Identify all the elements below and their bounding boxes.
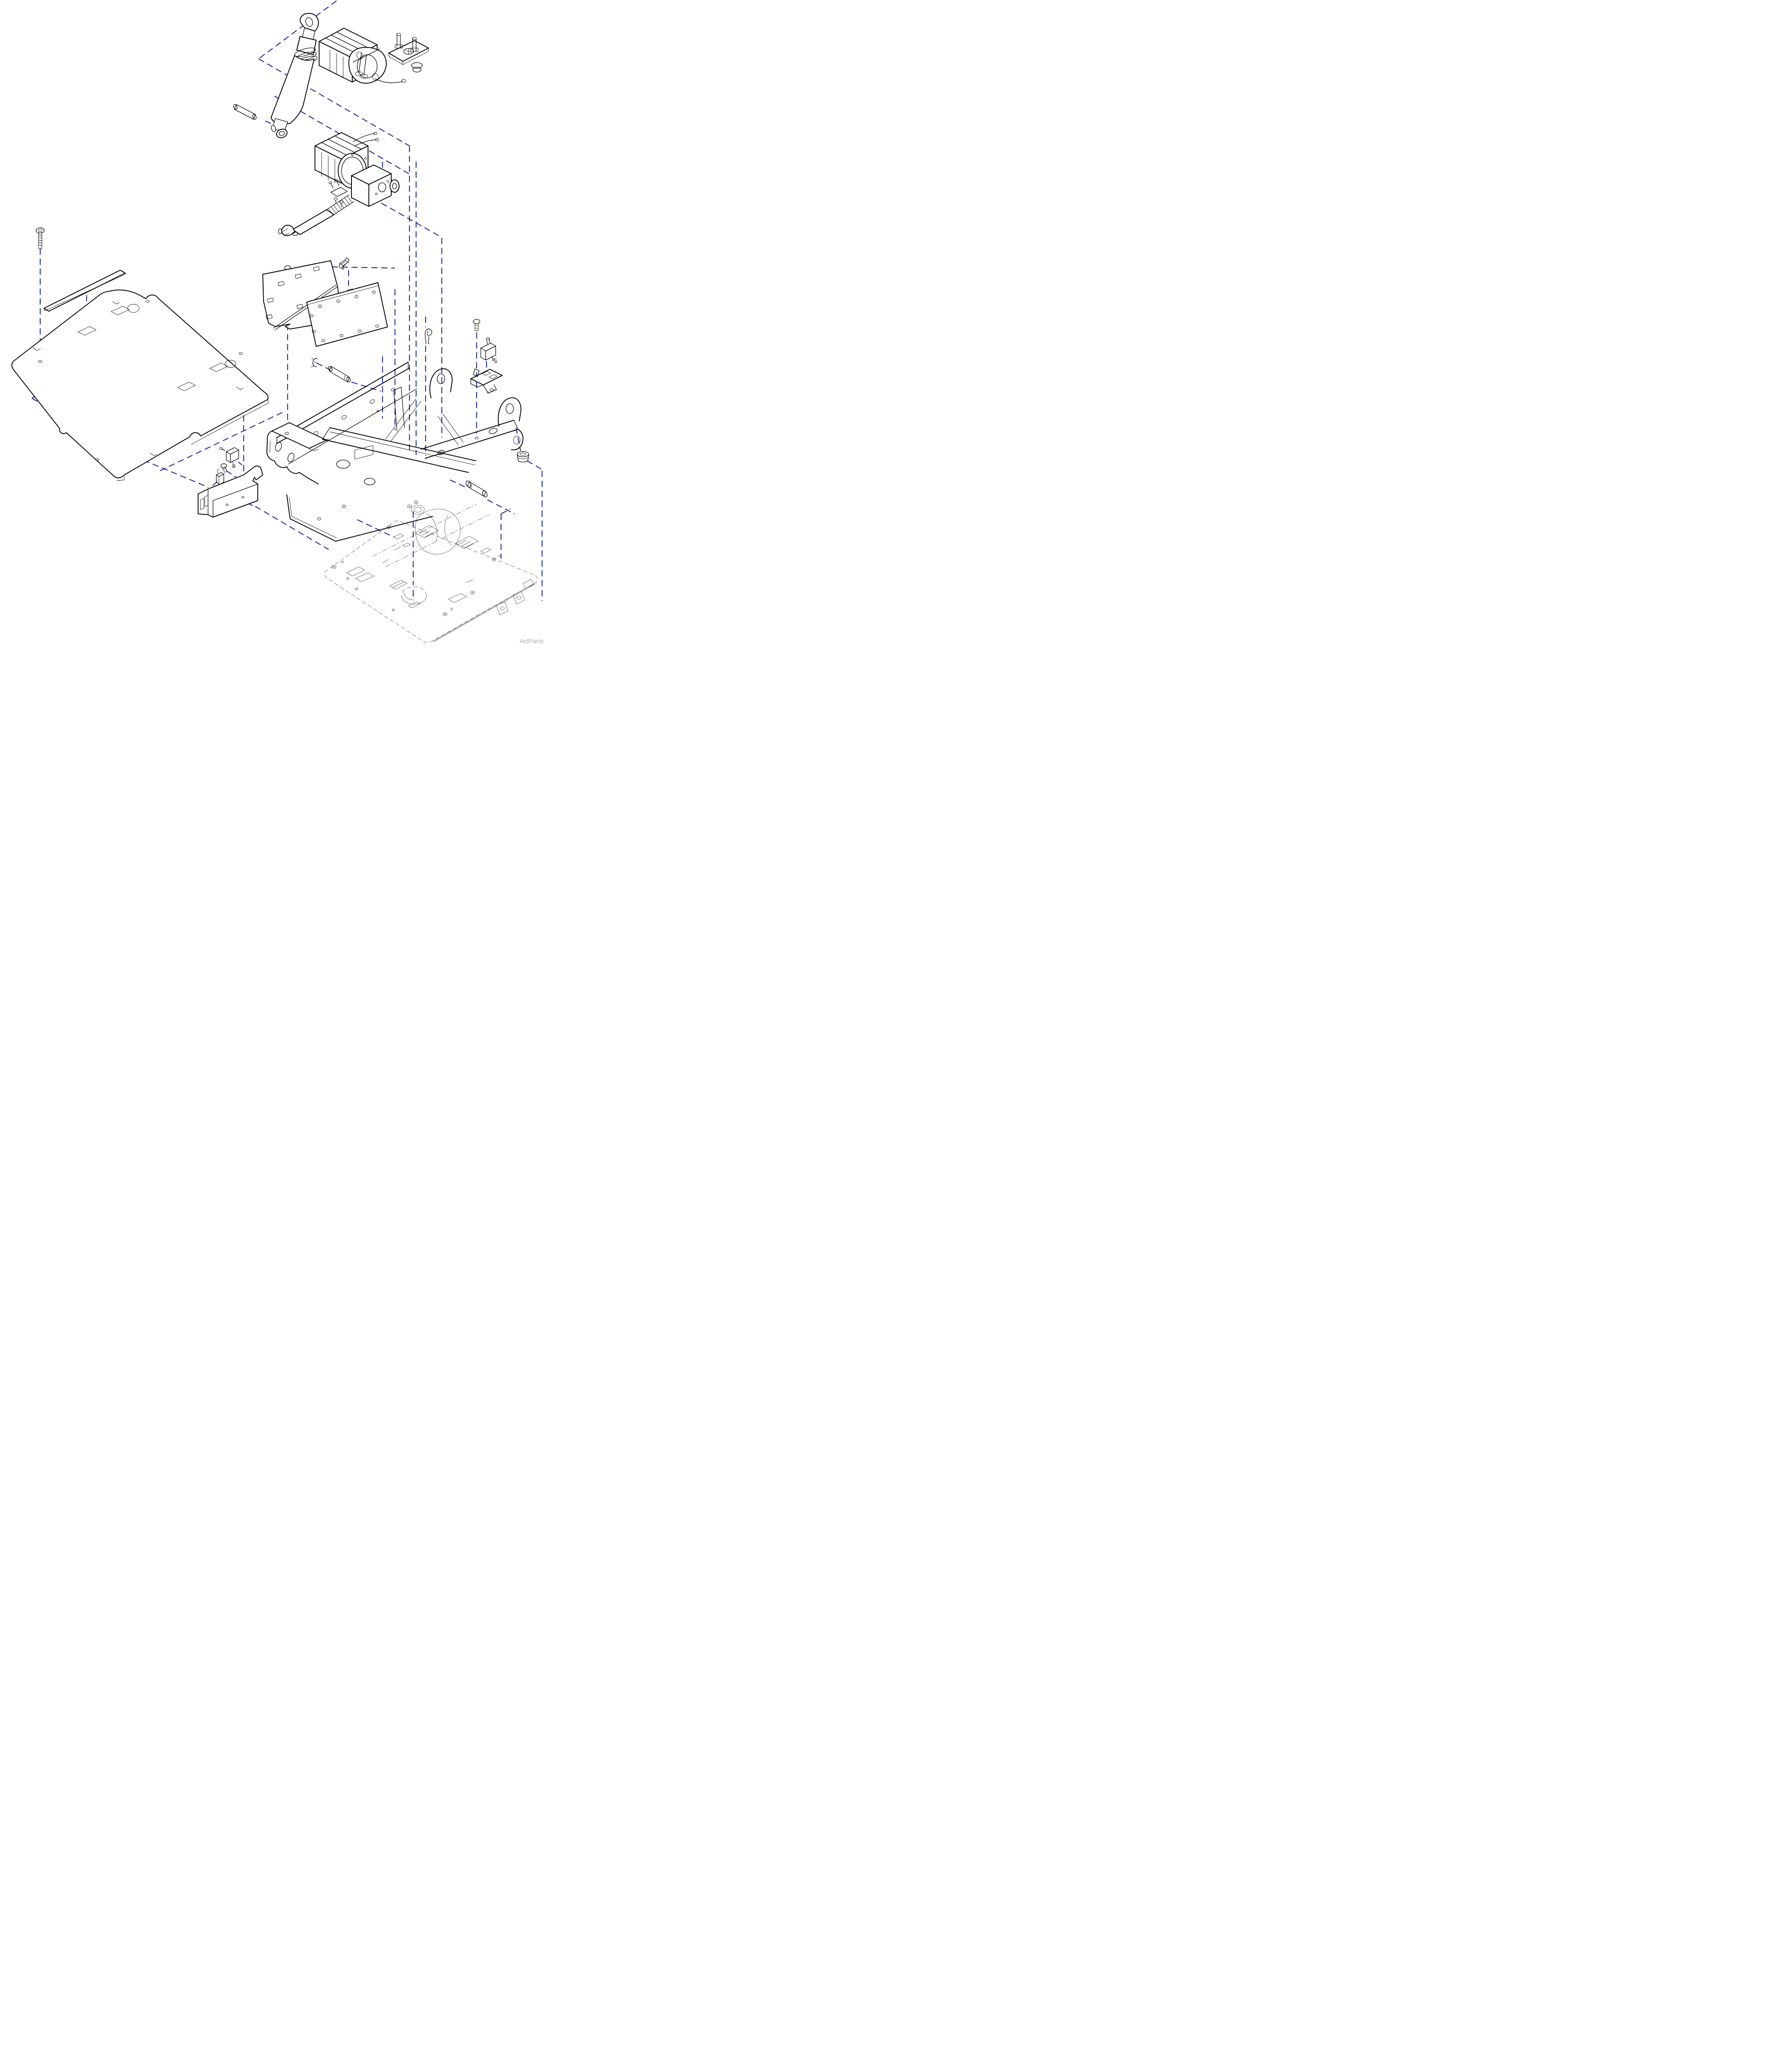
base-plate-stamp-1: B (346, 576, 350, 581)
frame-left-plate (266, 431, 319, 484)
shim-strip (44, 270, 126, 312)
switch-channel (198, 465, 263, 518)
e-clip (311, 358, 318, 368)
base-plate-stamp-2: W (354, 586, 359, 592)
right-switch-bracket: W O (470, 368, 503, 395)
frame-bottom-flange (286, 494, 433, 542)
actuator-gearbox (351, 165, 400, 207)
gas-cylinder (271, 13, 319, 138)
frame-weldment (266, 362, 523, 542)
frame-crossmember (322, 427, 476, 473)
cover-panel (306, 282, 388, 347)
frame-post-braces (385, 387, 464, 445)
cotter-pin (424, 328, 432, 344)
bracket-stamp-w: W (487, 391, 490, 395)
actuator-tube-clevis (278, 209, 334, 236)
linear-actuator (278, 132, 400, 236)
left-switch (219, 447, 239, 468)
frame-right-rail (421, 420, 518, 459)
upper-clevis-pin (328, 366, 351, 382)
actuator-trunnion (329, 179, 348, 208)
latch-mechanism (393, 500, 491, 554)
lower-clevis-pin (465, 480, 488, 498)
watermark: ArtParts (520, 638, 544, 645)
flanged-bushing (517, 451, 529, 462)
flat-screw (36, 227, 45, 249)
wire-clip (216, 469, 224, 485)
right-switch (480, 337, 497, 363)
left-screw (220, 463, 228, 473)
frame-top-flange (271, 422, 327, 451)
base-plate-reference: B W B (324, 500, 538, 643)
gas-cylinder-assembly (233, 13, 429, 138)
motor-bracket (388, 33, 429, 73)
bracket-stamp-o: O (493, 388, 496, 392)
frame-bushing-boss (511, 429, 523, 450)
seat-pan (11, 289, 269, 481)
base-plate-stamp-3: B (391, 608, 395, 612)
panel-clip (339, 257, 349, 270)
cylinder-pin (233, 104, 257, 120)
frame-pivot-ear-right (498, 397, 522, 426)
pump-motor (319, 28, 406, 84)
right-screw (473, 319, 480, 331)
frame-pivot-ear-center (429, 368, 453, 398)
exploded-parts-diagram: B W B (0, 0, 551, 651)
